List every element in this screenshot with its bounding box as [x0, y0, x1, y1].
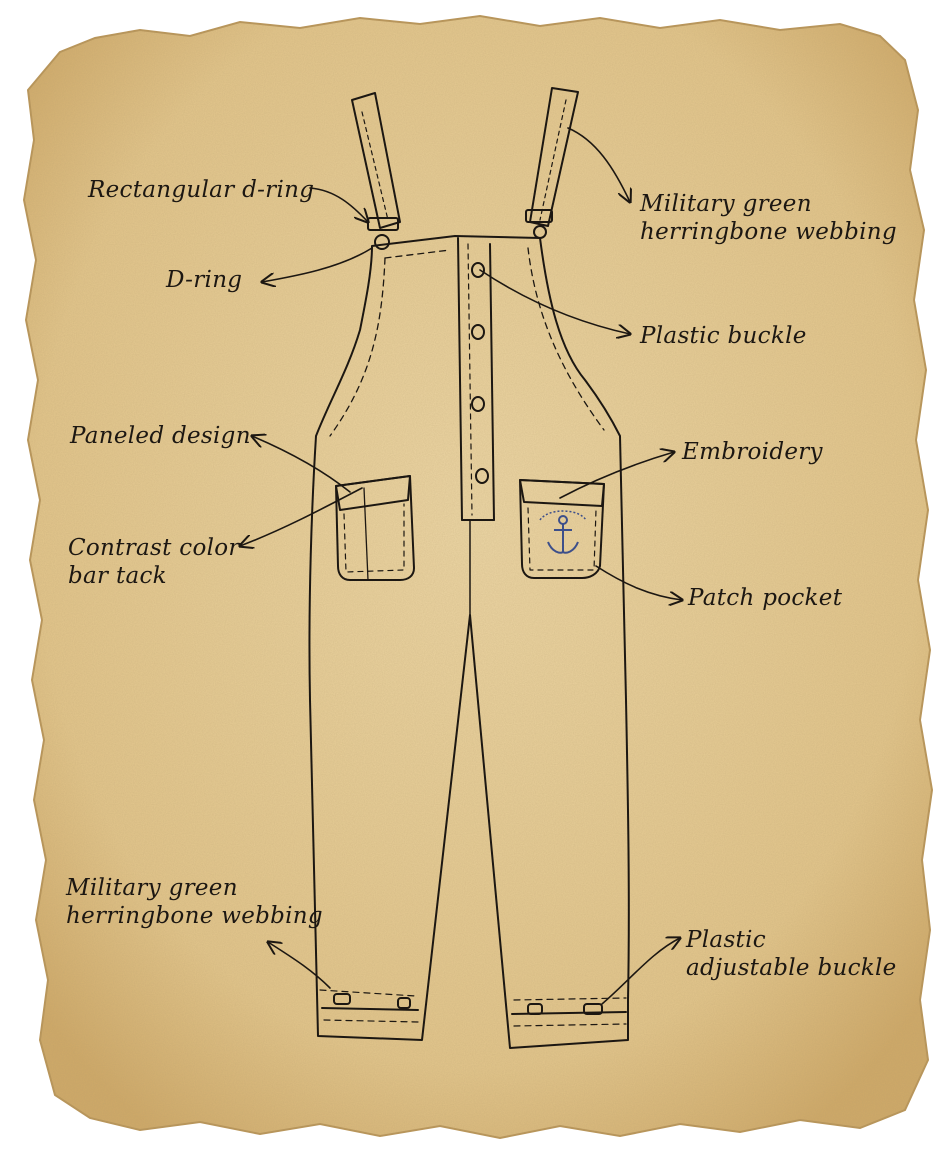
- left-patch-pocket: [335, 475, 415, 581]
- label-webbing-bottom-line2: herringbone webbing: [66, 903, 323, 929]
- left-strap: [351, 92, 401, 229]
- label-webbing-top-line1: Military green: [640, 191, 812, 217]
- label-d-ring: D-ring: [166, 267, 243, 293]
- label-webbing-bottom-line1: Military green: [66, 875, 238, 901]
- label-contrast-line1: Contrast color: [68, 535, 240, 561]
- adjustable-buckle: [583, 1003, 603, 1015]
- d-ring: [374, 234, 390, 250]
- overalls-drawing: [308, 87, 630, 1049]
- label-adj-line1: Plastic: [686, 927, 766, 953]
- label-adjustable-buckle: Plastic adjustable buckle: [686, 926, 897, 982]
- center-placket: [457, 237, 463, 521]
- right-strap: [529, 87, 579, 227]
- overalls-outline: [308, 235, 630, 1049]
- label-plastic-buckle: Plastic buckle: [640, 323, 807, 349]
- label-webbing-top-line2: herringbone webbing: [640, 219, 897, 245]
- left-hem-webbing: [321, 1007, 419, 1011]
- label-adj-line2: adjustable buckle: [686, 955, 897, 981]
- label-contrast-bar-tack: Contrast color bar tack: [68, 534, 240, 590]
- anchor-embroidery-icon: [539, 510, 587, 554]
- plastic-buckle-button: [471, 262, 485, 278]
- label-patch-pocket: Patch pocket: [688, 585, 843, 611]
- label-webbing-top: Military green herringbone webbing: [640, 190, 897, 246]
- label-webbing-bottom: Military green herringbone webbing: [66, 874, 323, 930]
- callout-arrows: [240, 127, 682, 1005]
- label-contrast-line2: bar tack: [68, 563, 167, 589]
- label-rectangular-d-ring: Rectangular d-ring: [88, 177, 315, 203]
- label-embroidery: Embroidery: [682, 439, 823, 465]
- label-paneled-design: Paneled design: [70, 423, 251, 449]
